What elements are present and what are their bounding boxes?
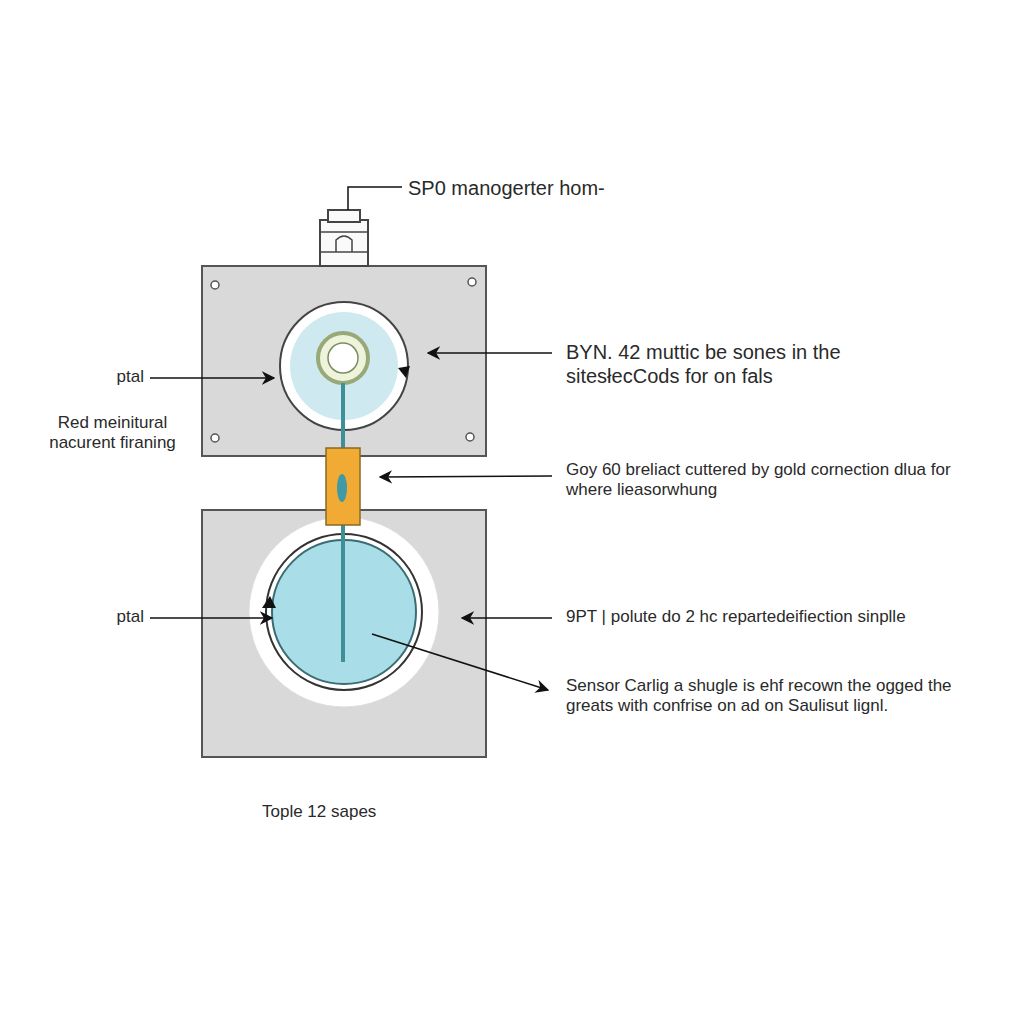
fitting-callout: SP0 manogerter hom-: [408, 176, 708, 200]
part-name: ptal: [80, 607, 144, 627]
top-fitting: [320, 210, 368, 266]
gold-connector: [326, 448, 360, 525]
leader-lines: [150, 187, 552, 690]
note-text: Red meinitural nacurent firaning: [30, 413, 195, 454]
callout-note: Goy 60 breliact cuttered by gold cornect…: [566, 460, 981, 501]
figure-caption: Tople 12 sapes: [262, 802, 442, 822]
callout-note: BYN. 42 muttic be sones in the sitesłecC…: [566, 340, 911, 388]
callout-note: Sensor Carlig a shugle is ehf recown the…: [566, 676, 991, 717]
part-name: ptal: [80, 367, 144, 387]
callout-note: 9PT | polute do 2 hc repartedeifiection …: [566, 607, 1006, 627]
